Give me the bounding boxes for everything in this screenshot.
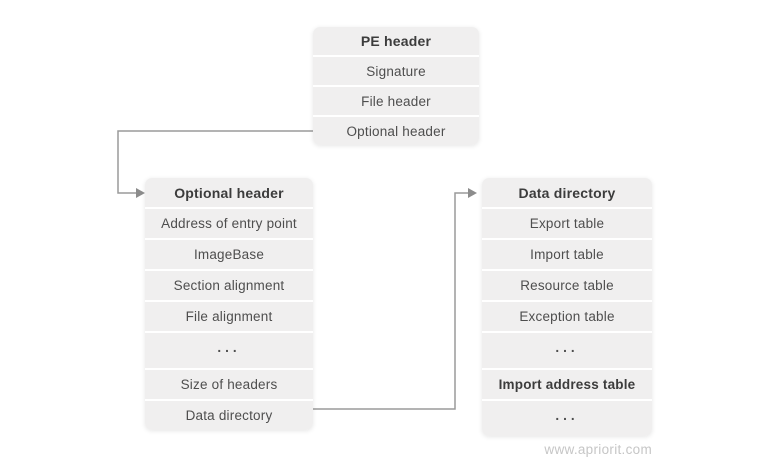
table-row: ... bbox=[145, 333, 313, 368]
table-row: Address of entry point bbox=[145, 209, 313, 238]
table-row: Import table bbox=[482, 240, 652, 269]
arrowhead-icon bbox=[468, 188, 477, 198]
table-row: Signature bbox=[313, 57, 479, 85]
optional-header-box-title: Optional header bbox=[145, 178, 313, 207]
table-row: ... bbox=[482, 401, 652, 436]
table-row: Optional header bbox=[313, 117, 479, 145]
data-directory-box-title: Data directory bbox=[482, 178, 652, 207]
table-row: ... bbox=[482, 333, 652, 368]
table-row: Section alignment bbox=[145, 271, 313, 300]
table-row: Export table bbox=[482, 209, 652, 238]
table-row: Import address table bbox=[482, 370, 652, 399]
watermark: www.apriorit.com bbox=[544, 442, 652, 457]
table-row: Exception table bbox=[482, 302, 652, 331]
arrowhead-icon bbox=[136, 188, 145, 198]
table-row: Resource table bbox=[482, 271, 652, 300]
table-row: Size of headers bbox=[145, 370, 313, 399]
table-row: File header bbox=[313, 87, 479, 115]
arrow-optional-header-to-data-directory bbox=[313, 188, 477, 410]
table-row: ImageBase bbox=[145, 240, 313, 269]
table-row: File alignment bbox=[145, 302, 313, 331]
pe-header-box-title: PE header bbox=[313, 27, 479, 55]
table-row: Data directory bbox=[145, 401, 313, 430]
